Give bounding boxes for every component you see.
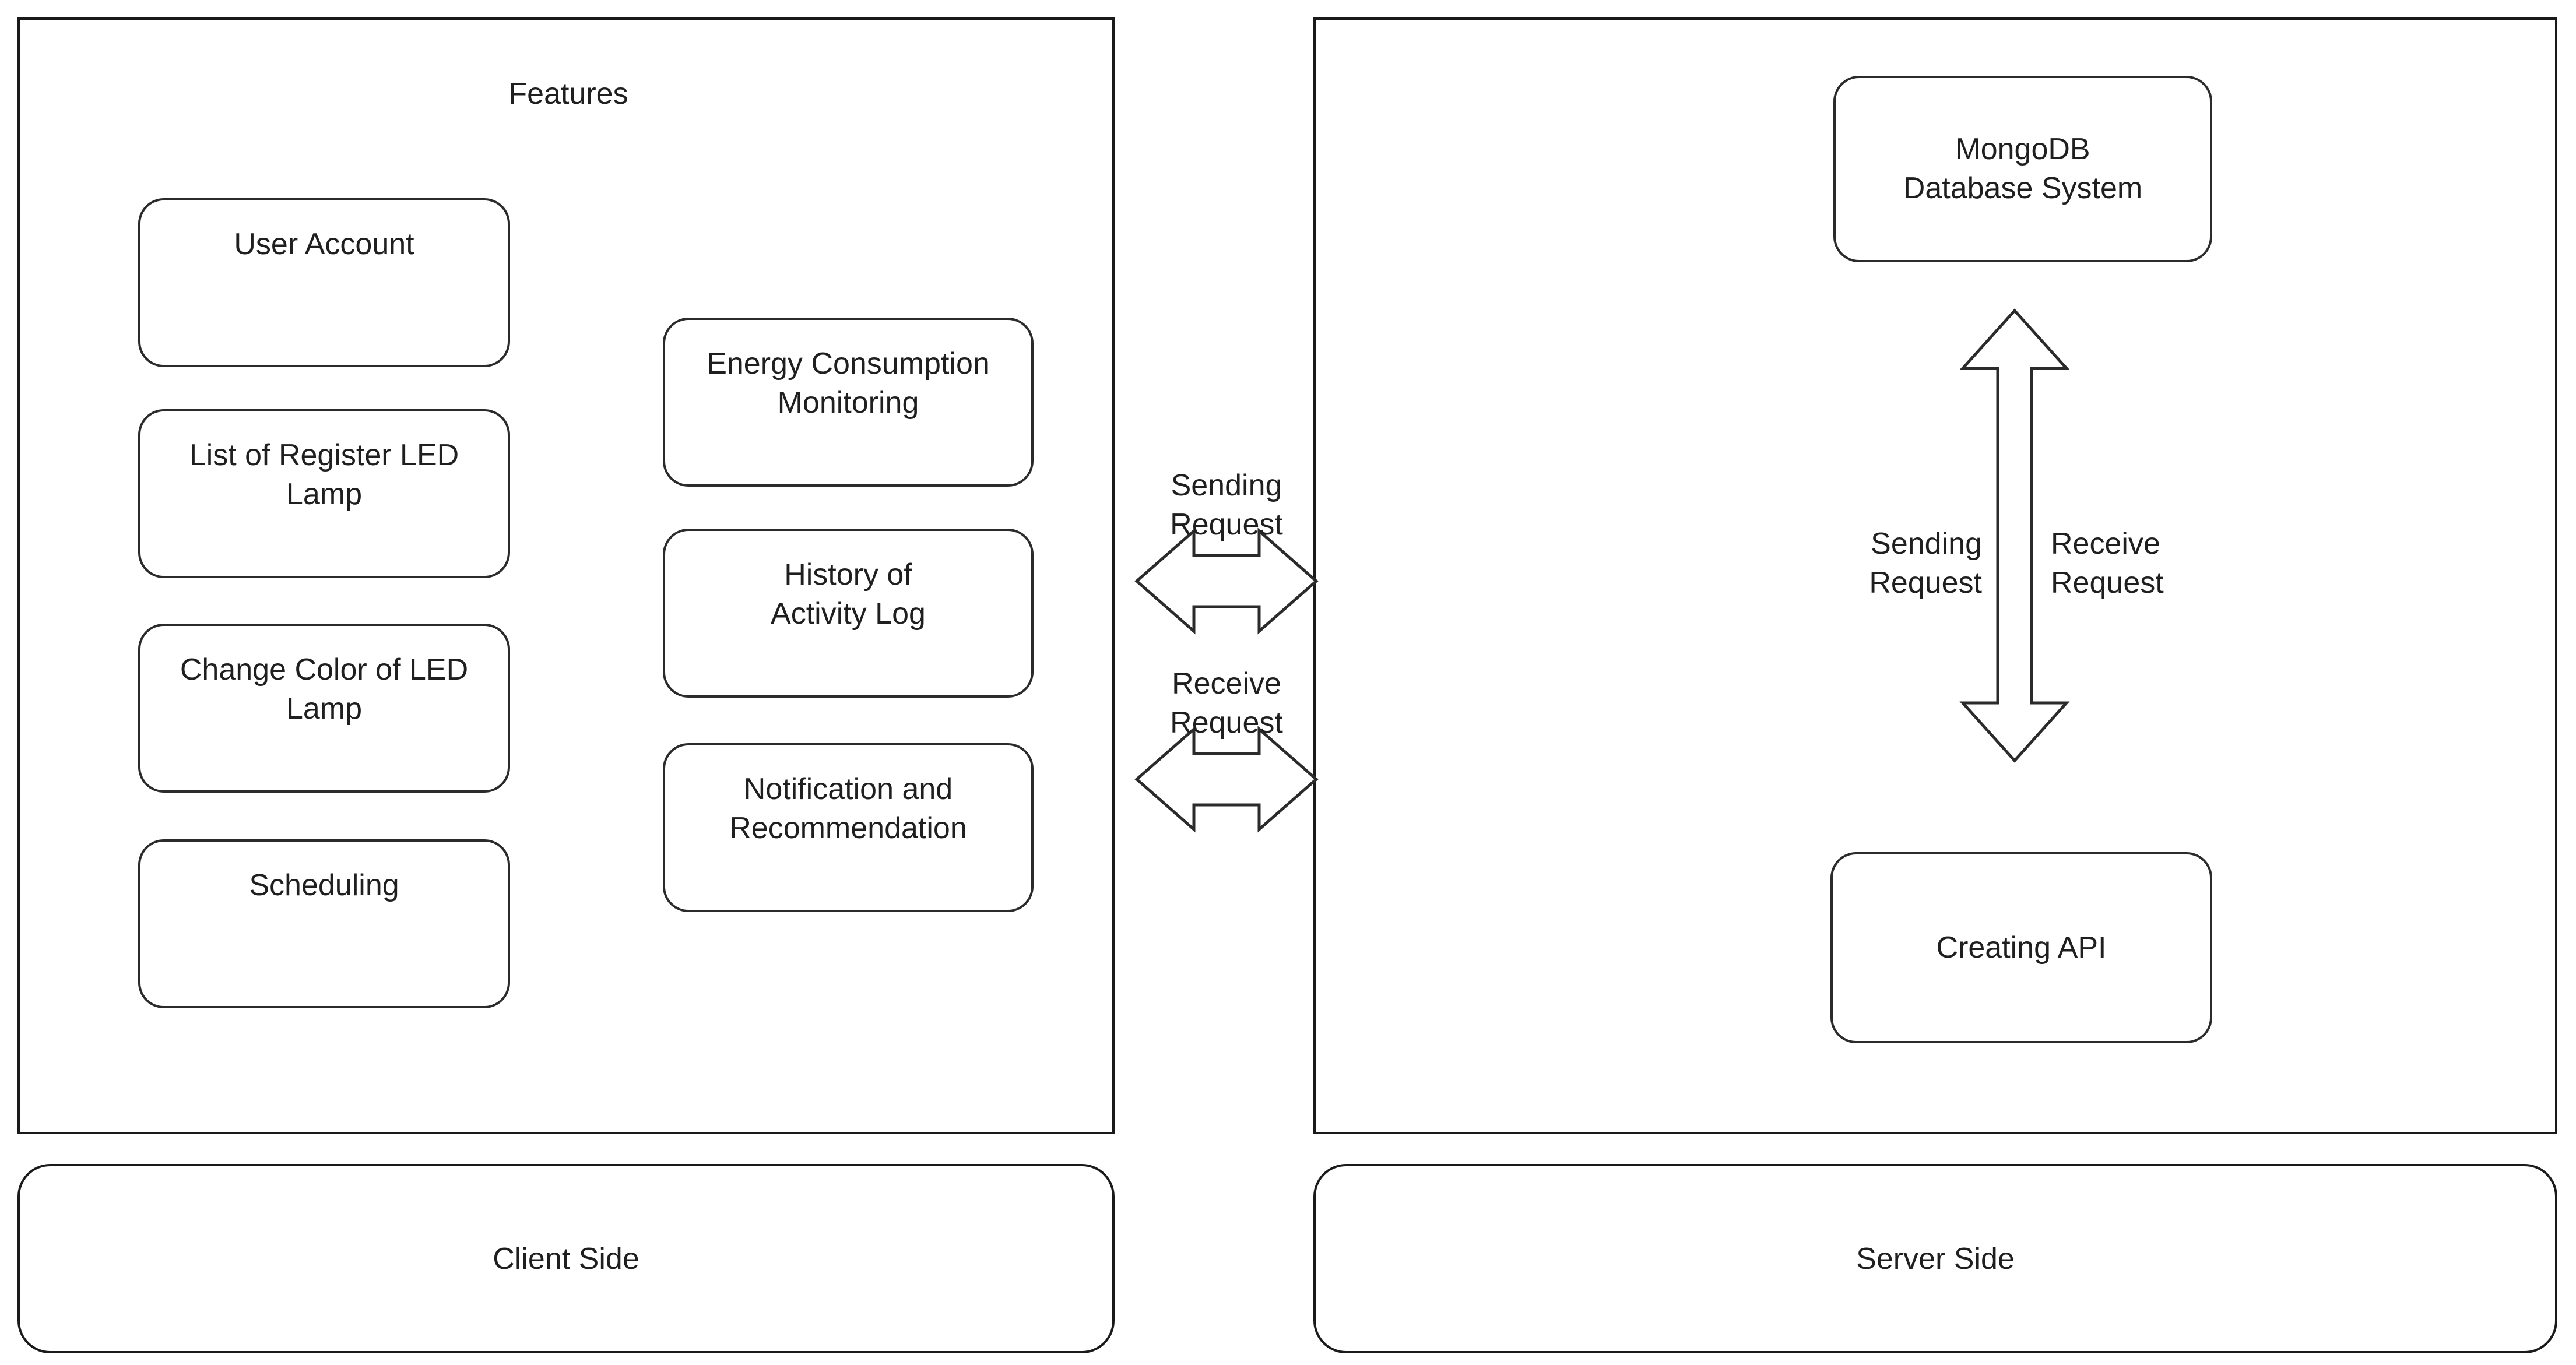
vertical-arrow-label-sending-request: Sending Request bbox=[1869, 527, 1982, 600]
server-node-label: MongoDB Database System bbox=[1903, 132, 2143, 205]
feature-box-list-of-register-led-lamp[interactable]: List of Register LED Lamp bbox=[138, 409, 510, 578]
server-node-label: Creating API bbox=[1936, 930, 2107, 965]
feature-box-change-color-of-led-lamp[interactable]: Change Color of LED Lamp bbox=[138, 624, 510, 793]
feature-box-label: List of Register LED Lamp bbox=[189, 438, 459, 511]
server-side-footer-box: Server Side bbox=[1313, 1164, 2557, 1353]
vertical-arrow-label-receive-request: Receive Request bbox=[2051, 527, 2164, 600]
connector-label-sending-request: Sending Request bbox=[1170, 469, 1283, 541]
client-side-footer-label: Client Side bbox=[493, 1241, 639, 1276]
feature-box-label: Change Color of LED Lamp bbox=[180, 653, 469, 726]
feature-box-label: User Account bbox=[234, 227, 414, 261]
feature-box-scheduling[interactable]: Scheduling bbox=[138, 839, 510, 1008]
connector-label-receive-request: Receive Request bbox=[1170, 667, 1283, 740]
features-heading: Features bbox=[508, 77, 628, 111]
server-side-footer-label: Server Side bbox=[1856, 1241, 2015, 1276]
feature-box-label: Energy Consumption Monitoring bbox=[707, 347, 990, 420]
client-side-footer-box: Client Side bbox=[17, 1164, 1115, 1353]
feature-box-user-account[interactable]: User Account bbox=[138, 198, 510, 367]
feature-box-notification-and-recommendation[interactable]: Notification and Recommendation bbox=[663, 743, 1034, 912]
feature-box-label: Scheduling bbox=[249, 868, 399, 902]
horizontal-bidirectional-arrow-receive-request bbox=[1134, 726, 1319, 833]
horizontal-bidirectional-arrow-sending-request bbox=[1134, 527, 1319, 635]
server-node-mongodb-database-system[interactable]: MongoDB Database System bbox=[1833, 76, 2212, 262]
server-node-creating-api[interactable]: Creating API bbox=[1830, 852, 2212, 1043]
feature-box-label: Notification and Recommendation bbox=[729, 772, 967, 845]
feature-box-energy-consumption-monitoring[interactable]: Energy Consumption Monitoring bbox=[663, 318, 1034, 487]
feature-box-label: History of Activity Log bbox=[771, 558, 926, 631]
feature-box-history-of-activity-log[interactable]: History of Activity Log bbox=[663, 529, 1034, 698]
